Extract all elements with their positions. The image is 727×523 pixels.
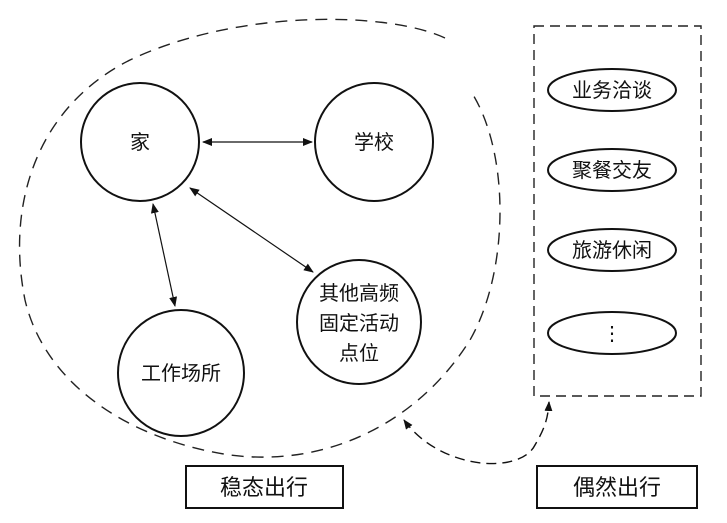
- occasional-item-dining: [547, 148, 677, 192]
- stable-travel-label: 稳态出行: [220, 476, 308, 501]
- stable-occasional-connector: [403, 401, 553, 465]
- occasional-travel-label: 偶然出行: [573, 476, 661, 501]
- home-label: 家: [130, 130, 150, 154]
- occasional-item-travel: [547, 228, 677, 272]
- occasional-travel-label-box: [536, 465, 698, 509]
- other-points-label-line1: 其他高频: [319, 281, 399, 305]
- home-other-arrow: [189, 187, 314, 273]
- workplace-label: 工作场所: [141, 361, 221, 385]
- occasional-travel-container: [533, 25, 702, 397]
- occasional-item-business: [547, 68, 677, 112]
- occasional-item-dining-label: 聚餐交友: [572, 158, 652, 182]
- occasional-item-business-label: 业务洽谈: [572, 78, 652, 102]
- school-label: 学校: [354, 130, 394, 154]
- stable-travel-boundary: [18, 18, 501, 458]
- home-node: [80, 82, 200, 202]
- occasional-item-more: [547, 311, 677, 355]
- other-points-label-line3: 点位: [339, 341, 379, 365]
- other-points-label-line2: 固定活动: [319, 311, 399, 335]
- home-workplace-arrow: [150, 203, 178, 307]
- school-node: [314, 82, 434, 202]
- occasional-item-more-label: ⋮: [602, 321, 622, 345]
- stable-travel-label-box: [185, 465, 344, 509]
- occasional-item-travel-label: 旅游休闲: [572, 238, 652, 262]
- other-points-node: [296, 259, 422, 385]
- workplace-node: [117, 309, 245, 437]
